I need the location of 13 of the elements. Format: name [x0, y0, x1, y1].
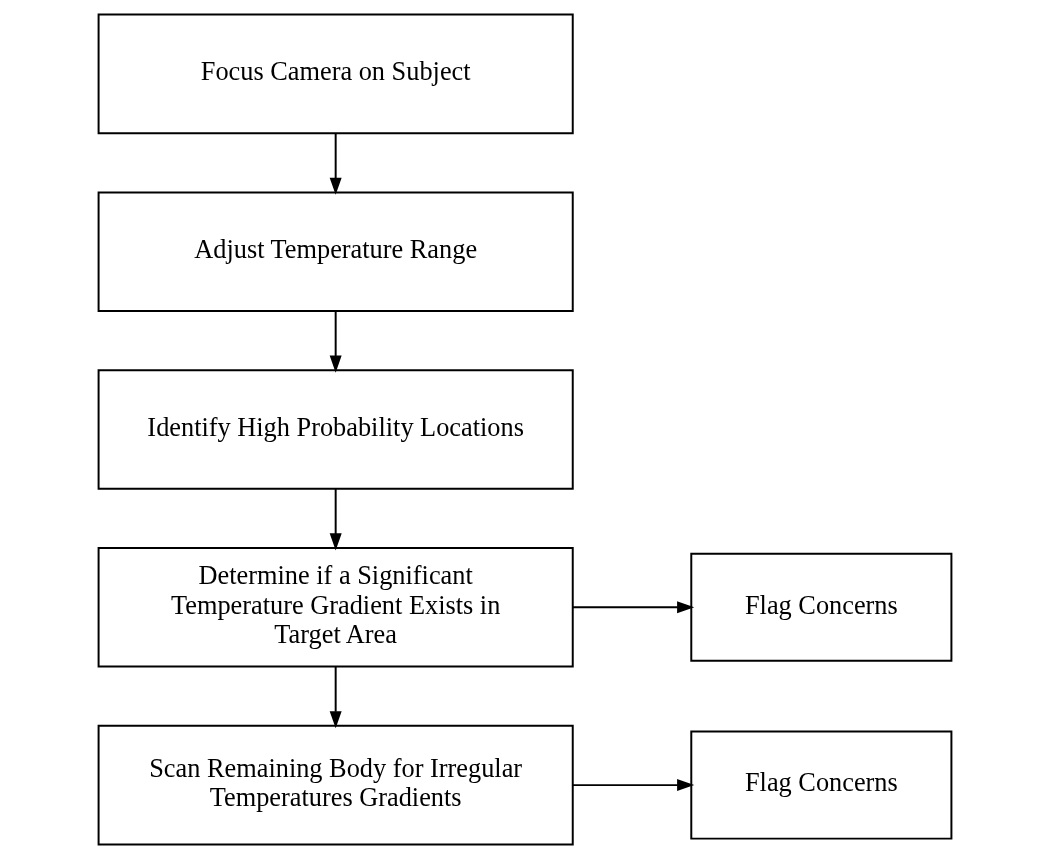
node-box: Scan Remaining Body for Irregular Temperatures Gradients: [97, 724, 574, 846]
arrow: [329, 665, 342, 729]
node-box: Determine if a Significant Temperature Gradient Exists in Target Area: [97, 547, 574, 668]
node-box: Flag Concerns: [689, 730, 952, 840]
node-box: Identify High Probability Locations: [97, 369, 574, 490]
node-box: Focus Camera on Subject: [97, 13, 574, 135]
arrow: [571, 601, 694, 614]
arrow: [329, 487, 342, 551]
arrow: [329, 309, 342, 373]
arrow: [329, 132, 342, 195]
arrow: [571, 779, 694, 792]
node-box: Flag Concerns: [689, 552, 952, 662]
node-box: Adjust Temperature Range: [97, 191, 574, 312]
